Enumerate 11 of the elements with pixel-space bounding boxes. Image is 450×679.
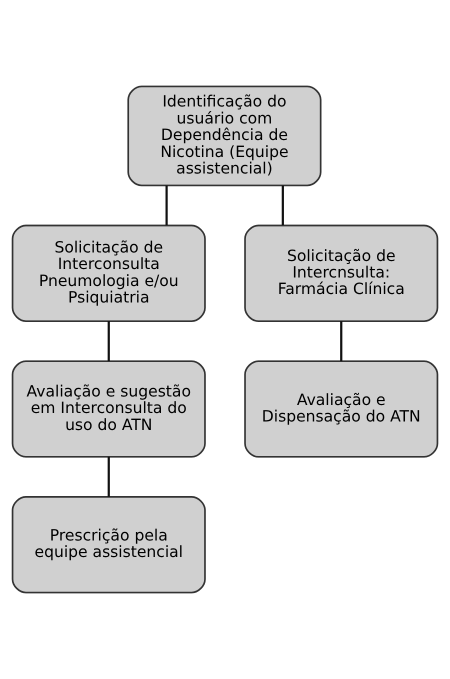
connector (340, 321, 342, 362)
connector (166, 186, 168, 226)
node-box: Prescrição pela equipe assistencial (12, 496, 206, 594)
node-box: Avaliação e sugestão em Interconsulta do uso do ATN (12, 360, 206, 458)
connector (108, 321, 110, 362)
node-box: Identificação do usuário com Dependência de Nicotina (Equipe assistencial) (127, 86, 322, 186)
node-box: Solicitação de Interconsulta Pneumologia e/ou Psiquiatria (12, 224, 206, 322)
node-box: Avaliação e Dispensação do ATN (244, 360, 438, 458)
connector (282, 186, 284, 226)
node-box: Solicitação de Intercnsulta: Farmácia Clínica (244, 224, 438, 322)
connector (108, 456, 110, 497)
